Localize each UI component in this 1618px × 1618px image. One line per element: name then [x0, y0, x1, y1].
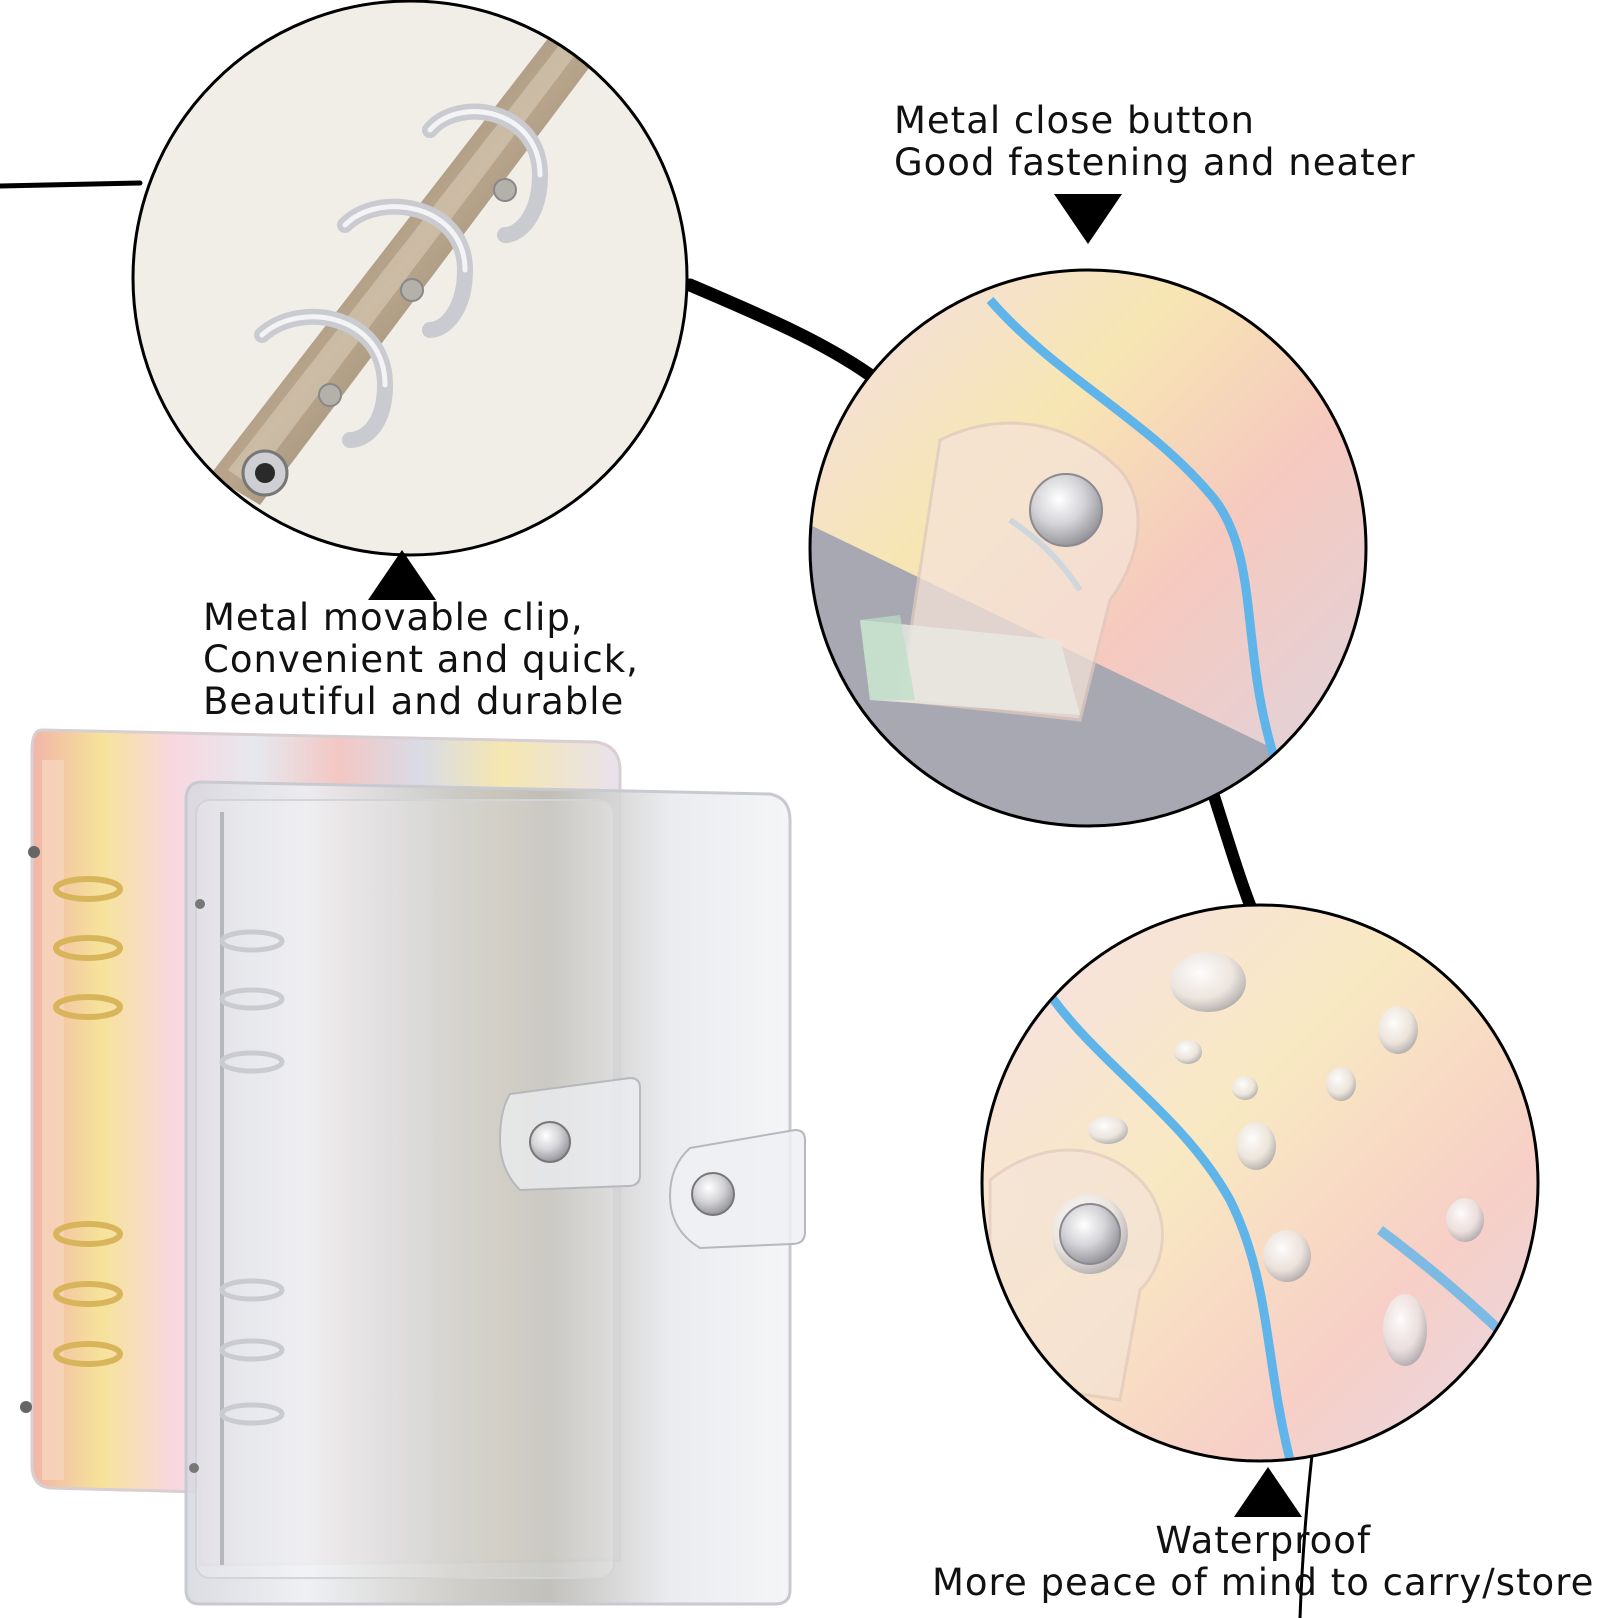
- caption-metal-clip-line3: Beautiful and durable: [203, 680, 625, 723]
- clear-binder: [184, 780, 806, 1606]
- caption-waterproof-line1: Waterproof: [1155, 1519, 1371, 1562]
- connector-lines: [0, 180, 1314, 1618]
- caption-close-button: Metal close button Good fastening and ne…: [894, 100, 1416, 184]
- triangle-pointer-icon: [368, 194, 1302, 1517]
- connector-water-tail: [1298, 1453, 1314, 1618]
- caption-waterproof-line2: More peace of mind to carry/store: [932, 1561, 1595, 1604]
- caption-close-button-line2: Good fastening and neater: [894, 141, 1416, 184]
- binder-product-photo: [20, 728, 806, 1606]
- close-button-closeup: [808, 268, 1368, 828]
- pointer-water: [1234, 1467, 1302, 1517]
- pointer-button: [1054, 194, 1122, 244]
- caption-metal-clip: Metal movable clip, Convenient and quick…: [203, 597, 639, 723]
- connector-left: [0, 180, 143, 189]
- waterproof-closeup: [980, 903, 1540, 1463]
- caption-close-button-line1: Metal close button: [894, 99, 1256, 142]
- caption-metal-clip-line1: Metal movable clip,: [203, 596, 584, 639]
- silver-rings: [219, 929, 285, 1426]
- connector-top-to-button: [683, 278, 877, 382]
- caption-metal-clip-line2: Convenient and quick,: [203, 638, 639, 681]
- connector-button-to-water: [1207, 787, 1258, 916]
- caption-waterproof: Waterproof More peace of mind to carry/s…: [932, 1520, 1594, 1604]
- gold-rings: [53, 876, 123, 1367]
- pointer-rings: [368, 550, 436, 600]
- ring-mechanism-closeup: [131, 0, 689, 557]
